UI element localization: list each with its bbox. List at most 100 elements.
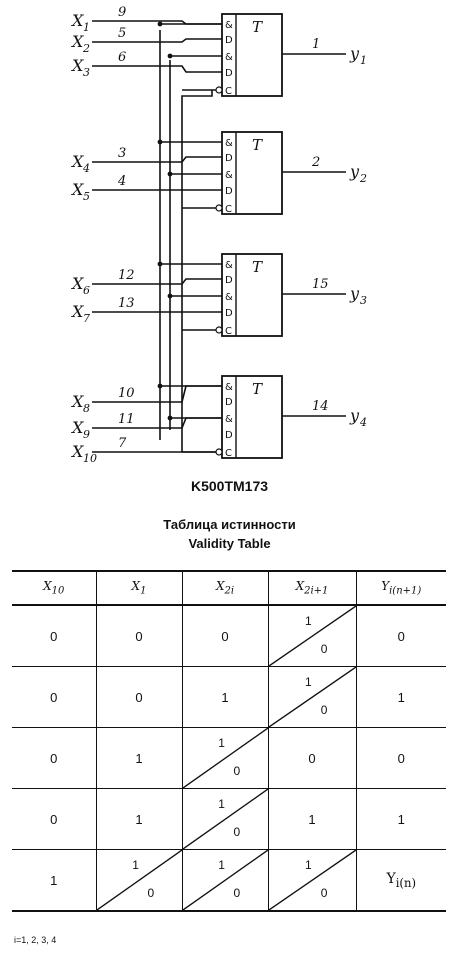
transition-diagonal — [182, 728, 268, 788]
transition-from: 1 — [218, 858, 225, 872]
table-cell: 0 — [267, 727, 356, 789]
transition-to: 0 — [233, 764, 241, 778]
clock-inversion-circle — [215, 86, 223, 94]
input-subscript: 5 — [83, 190, 90, 203]
input-pin-number: 10 — [118, 386, 135, 401]
table-cell: 1 0 — [181, 727, 268, 789]
table-cell: 1 0 — [181, 788, 268, 850]
block-pin-label: C — [225, 204, 232, 215]
block-pin-label: D — [225, 153, 233, 164]
block-pin-label: C — [225, 86, 232, 97]
output-subscript: 3 — [360, 294, 367, 307]
junction-dot — [157, 139, 163, 145]
input-subscript: 4 — [82, 162, 90, 175]
block-title: T — [252, 18, 263, 36]
block-pin-label: D — [225, 430, 233, 441]
junction-dot — [157, 21, 163, 27]
transition-cell: 1 0 — [268, 606, 356, 666]
transition-cell: 1 0 — [182, 789, 268, 849]
transition-to: 0 — [233, 825, 241, 839]
input-subscript: 6 — [83, 284, 90, 297]
input-subscript: 8 — [83, 402, 90, 415]
transition-from: 1 — [218, 736, 225, 750]
previous-state: Yi(n) — [386, 870, 417, 890]
table-cell: 1 — [355, 666, 446, 728]
input-subscript: 9 — [83, 428, 90, 441]
table-header-cell: X2i — [181, 570, 268, 606]
block-pin-label: D — [225, 308, 233, 319]
input-label: X — [70, 442, 84, 461]
clock-inversion-circle — [215, 448, 223, 456]
index-note: i=1, 2, 3, 4 — [14, 935, 57, 945]
block-pin-label: & — [225, 138, 233, 149]
table-cell: 0 — [12, 727, 96, 789]
block-pin-label: & — [225, 260, 233, 271]
block-pin-label: & — [225, 170, 233, 181]
input-wire — [158, 65, 222, 73]
table-cell: 1 0 — [267, 849, 356, 912]
transition-diagonal — [268, 850, 356, 910]
output-label: y — [349, 284, 360, 303]
input-label: X — [70, 11, 84, 30]
clock-inversion-circle — [215, 204, 223, 212]
table-cell: 1 — [95, 788, 182, 850]
input-subscript: 10 — [83, 452, 97, 465]
junction-dot — [167, 293, 173, 299]
table-cell: 1 0 — [181, 849, 268, 912]
input-wire — [158, 156, 222, 163]
output-pin-number: 15 — [312, 277, 329, 292]
table-cell: 1 — [95, 727, 182, 789]
input-pin-number: 13 — [118, 296, 135, 311]
junction-dot — [167, 53, 173, 59]
output-pin-number: 14 — [312, 399, 329, 414]
block-pin-label: D — [225, 186, 233, 197]
output-label: y — [349, 406, 360, 425]
input-pin-number: 9 — [118, 5, 126, 20]
transition-diagonal — [96, 850, 182, 910]
table-header-cell: X2i+1 — [267, 570, 356, 606]
input-wire — [158, 20, 222, 25]
transition-cell: 1 0 — [268, 667, 356, 727]
input-label: X — [70, 32, 84, 51]
transition-cell: 1 0 — [96, 850, 182, 910]
input-label: X — [70, 302, 84, 321]
logic-block — [221, 13, 283, 97]
table-title-en: Validity Table — [188, 536, 271, 551]
output-subscript: 4 — [359, 416, 367, 429]
table-cell: 0 — [12, 666, 96, 728]
input-label: X — [70, 418, 84, 437]
output-subscript: 2 — [359, 172, 367, 185]
output-label: y — [349, 44, 360, 63]
input-pin-number: 6 — [118, 50, 126, 65]
block-pin-label: & — [225, 382, 233, 393]
input-subscript: 2 — [82, 42, 90, 55]
clock-inversion-circle — [215, 326, 223, 334]
transition-diagonal — [268, 667, 356, 727]
transition-from: 1 — [218, 797, 225, 811]
logic-block — [221, 131, 283, 215]
logic-block — [221, 375, 283, 459]
transition-to: 0 — [147, 886, 155, 900]
block-pin-label: & — [225, 414, 233, 425]
block-title: T — [252, 380, 263, 398]
input-subscript: 7 — [83, 312, 90, 325]
block-pin-label: D — [225, 275, 233, 286]
input-wire — [158, 417, 222, 429]
transition-cell: 1 0 — [182, 728, 268, 788]
input-label: X — [70, 274, 84, 293]
table-cell: Yi(n) — [355, 849, 446, 912]
transition-from: 1 — [305, 675, 312, 689]
table-cell: 0 — [95, 605, 182, 667]
block-title: T — [252, 136, 263, 154]
transition-from: 1 — [305, 858, 312, 872]
input-label: X — [70, 56, 84, 75]
output-pin-number: 1 — [312, 37, 320, 52]
transition-to: 0 — [320, 886, 328, 900]
chip-name: K500TM173 — [190, 478, 269, 494]
table-row: 1 1 0 1 0 1 0 Yi(n) — [12, 849, 446, 912]
input-pin-number: 5 — [118, 26, 126, 41]
